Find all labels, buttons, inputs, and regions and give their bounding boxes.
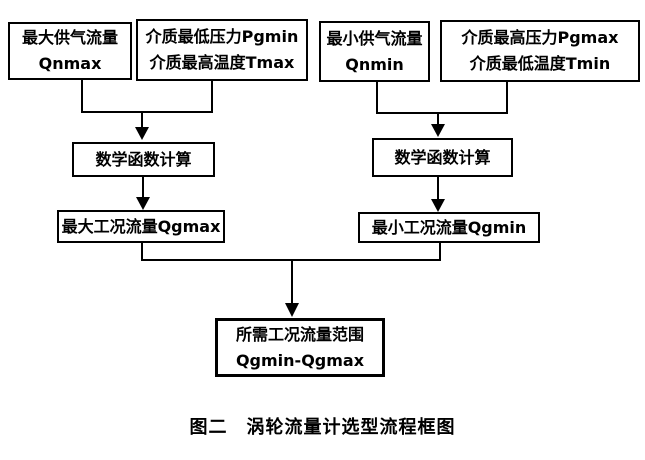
node-required-flow-range: 所需工况流量范围 Qgmin-Qgmax xyxy=(215,318,385,377)
node-required-flow-range-line1: 所需工况流量范围 xyxy=(235,324,364,344)
node-math-calc-right-label: 数学函数计算 xyxy=(394,147,491,167)
right-arrow-to-math-head xyxy=(431,124,445,137)
node-medium-min-pressure-line: 介质最低压力Pgmin xyxy=(145,27,299,46)
node-min-working-flow-label: 最小工况流量Qgmin xyxy=(371,217,527,237)
node-max-supply-flow: 最大供气流量 Qnmax xyxy=(8,22,132,80)
bottom-merge-connector xyxy=(141,243,441,261)
node-required-flow-range-line2: Qgmin-Qgmax xyxy=(235,350,365,370)
node-medium-min-temp-line: 介质最低温度Tmin xyxy=(469,54,611,73)
node-min-supply-flow: 最小供气流量 Qnmin xyxy=(319,21,430,82)
node-max-supply-flow-line2: Qnmax xyxy=(38,54,102,73)
node-math-calc-right: 数学函数计算 xyxy=(372,138,513,177)
node-min-supply-flow-line2: Qnmin xyxy=(345,54,404,74)
node-math-calc-left-label: 数学函数计算 xyxy=(95,149,192,169)
left-arrow-to-math-head xyxy=(135,127,149,140)
node-max-supply-flow-line1: 最大供气流量 xyxy=(21,28,118,47)
right-arrow-to-qgmin-head xyxy=(431,199,445,212)
left-top-merge-connector xyxy=(81,80,213,113)
node-medium-max-pressure-line: 介质最高压力Pgmax xyxy=(461,28,619,47)
node-medium-max-temp-line: 介质最高温度Tmax xyxy=(149,53,295,72)
node-medium-min-pressure-max-temp: 介质最低压力Pgmin 介质最高温度Tmax xyxy=(136,19,308,81)
node-min-supply-flow-line1: 最小供气流量 xyxy=(326,28,423,48)
node-math-calc-left: 数学函数计算 xyxy=(72,142,215,177)
left-arrow-to-qgmax-head xyxy=(136,197,150,210)
figure-caption: 图二 涡轮流量计选型流程框图 xyxy=(189,417,456,438)
right-top-merge-connector xyxy=(376,82,508,114)
node-min-working-flow: 最小工况流量Qgmin xyxy=(358,212,540,243)
node-medium-max-pressure-min-temp: 介质最高压力Pgmax 介质最低温度Tmin xyxy=(440,20,640,82)
node-max-working-flow-label: 最大工况流量Qgmax xyxy=(61,216,221,236)
arrow-to-result-head xyxy=(285,303,299,317)
node-max-working-flow: 最大工况流量Qgmax xyxy=(57,210,225,243)
